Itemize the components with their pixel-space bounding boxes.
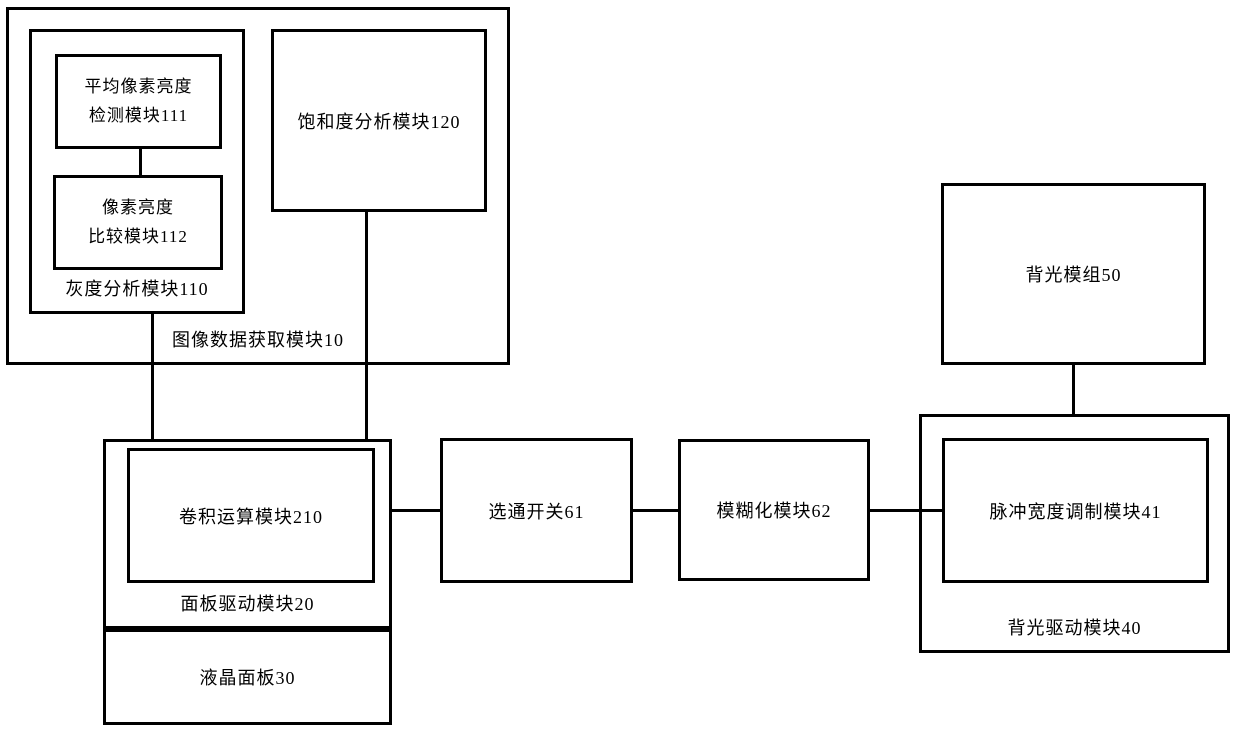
avg-pixel-brightness-label-line1: 平均像素亮度 bbox=[84, 77, 193, 97]
connector-switch61-to-module62 bbox=[633, 509, 678, 512]
connector-module111-to-module112 bbox=[139, 149, 142, 175]
blurring-module-62-box: 模糊化模块62 bbox=[678, 439, 870, 581]
connector-module62-to-module41 bbox=[870, 509, 942, 512]
gating-switch-61-label: 选通开关61 bbox=[488, 501, 585, 522]
grayscale-analysis-module-110-box: 灰度分析模块110 bbox=[29, 29, 245, 314]
pwm-module-41-label: 脉冲宽度调制模块41 bbox=[989, 501, 1162, 522]
connector-module50-to-module40 bbox=[1072, 365, 1075, 414]
panel-drive-module-20-box: 面板驱动模块20 bbox=[103, 439, 392, 629]
backlight-module-50-box: 背光模组50 bbox=[941, 183, 1206, 365]
pixel-brightness-comparison-module-112-box: 像素亮度 比较模块112 bbox=[53, 175, 223, 270]
saturation-analysis-module-120-label: 饱和度分析模块120 bbox=[297, 111, 461, 132]
connector-module120-to-module20 bbox=[365, 212, 368, 439]
backlight-module-50-label: 背光模组50 bbox=[1025, 265, 1122, 285]
lcd-panel-30-box: 液晶面板30 bbox=[103, 629, 392, 725]
gating-switch-61-box: 选通开关61 bbox=[440, 438, 633, 583]
pwm-module-41-box: 脉冲宽度调制模块41 bbox=[942, 438, 1209, 583]
backlight-drive-module-40-label: 背光驱动模块40 bbox=[1007, 618, 1142, 638]
panel-drive-module-20-label: 面板驱动模块20 bbox=[180, 594, 315, 614]
blurring-module-62-label: 模糊化模块62 bbox=[716, 501, 832, 521]
convolution-operation-module-210-label: 卷积运算模块210 bbox=[179, 506, 323, 527]
pixel-brightness-comparison-module-112-label: 像素亮度 比较模块112 bbox=[88, 194, 188, 250]
avg-pixel-brightness-label-line2: 检测模块111 bbox=[88, 105, 189, 125]
connector-module20-to-switch61 bbox=[392, 509, 440, 512]
image-data-acquisition-module-10-box: 图像数据获取模块10 bbox=[6, 7, 510, 365]
backlight-drive-module-40-box: 背光驱动模块40 bbox=[919, 414, 1230, 653]
saturation-analysis-module-120-box: 饱和度分析模块120 bbox=[271, 29, 487, 212]
image-data-acquisition-module-10-label: 图像数据获取模块10 bbox=[172, 330, 344, 350]
pixel-brightness-comparison-label-line1: 像素亮度 bbox=[102, 198, 174, 218]
lcd-panel-30-label: 液晶面板30 bbox=[199, 668, 296, 688]
convolution-operation-module-210-box: 卷积运算模块210 bbox=[127, 448, 375, 583]
pixel-brightness-comparison-label-line2: 比较模块112 bbox=[88, 226, 188, 246]
avg-pixel-brightness-detection-module-111-box: 平均像素亮度 检测模块111 bbox=[55, 54, 222, 149]
grayscale-analysis-module-110-label: 灰度分析模块110 bbox=[65, 279, 209, 299]
connector-module110-to-module20 bbox=[151, 314, 154, 439]
avg-pixel-brightness-detection-module-111-label: 平均像素亮度 检测模块111 bbox=[85, 73, 193, 129]
